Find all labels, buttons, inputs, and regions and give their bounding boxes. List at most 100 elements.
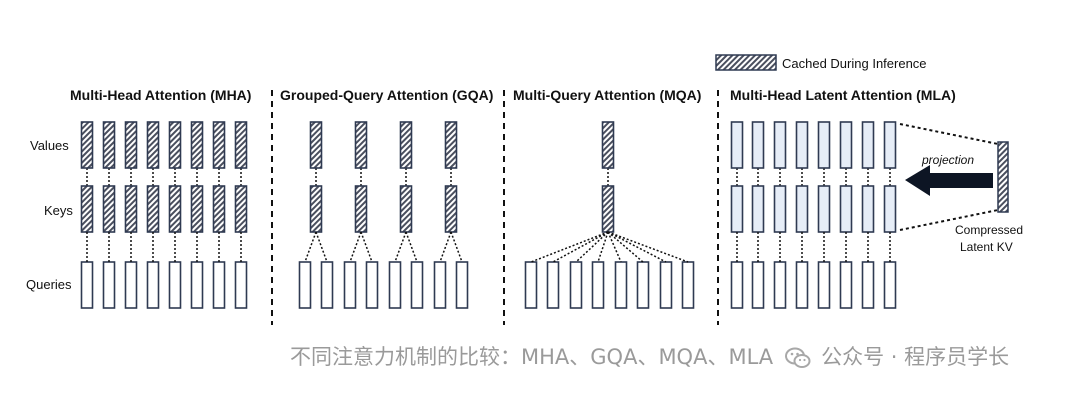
- mla-query-head: [817, 261, 831, 309]
- gqa-value-head: [399, 121, 413, 169]
- gqa-value-head: [354, 121, 368, 169]
- gqa-query-head: [365, 261, 379, 309]
- mla-query-head: [883, 261, 897, 309]
- gqa-key-query-connector: [450, 231, 463, 263]
- mha-value-head: [124, 121, 138, 169]
- gqa-query-head: [433, 261, 447, 309]
- projection-arrow: [905, 165, 993, 196]
- mqa-key-query-connector: [530, 231, 609, 263]
- gqa-value-head: [309, 121, 323, 169]
- gqa-key-head: [444, 185, 458, 233]
- mla-key-head: [839, 185, 853, 233]
- row-label-keys: Keys: [44, 203, 73, 218]
- gqa-key-query-connector: [315, 231, 328, 263]
- mqa-key-query-connector: [575, 231, 609, 263]
- projection-label: projection: [921, 153, 974, 167]
- mla-latent-group: projection Compressed Latent KV: [899, 123, 1023, 254]
- mha-query-head: [234, 261, 248, 309]
- mla-value-head: [730, 121, 744, 169]
- mla-value-head: [773, 121, 787, 169]
- mla-value-head: [839, 121, 853, 169]
- mha-value-head: [146, 121, 160, 169]
- mha-value-head: [168, 121, 182, 169]
- mla-query-head: [839, 261, 853, 309]
- mha-query-head: [212, 261, 226, 309]
- gqa-key-head: [309, 185, 323, 233]
- latent-label-line2: Latent KV: [960, 240, 1013, 254]
- mla-key-head: [795, 185, 809, 233]
- mha-key-head: [146, 185, 160, 233]
- mqa-key-query-connector: [552, 231, 609, 263]
- mla-query-head: [730, 261, 744, 309]
- mla-key-head: [773, 185, 787, 233]
- mha-panel: [80, 121, 248, 309]
- mqa-query-head: [681, 261, 695, 309]
- mla-key-head: [730, 185, 744, 233]
- mha-key-head: [234, 185, 248, 233]
- gqa-key-head: [399, 185, 413, 233]
- watermark-caption: 不同注意力机制的比较：MHA、GQA、MQA、MLA: [290, 345, 774, 369]
- mqa-panel: [524, 121, 695, 309]
- mqa-query-head: [524, 261, 538, 309]
- mha-query-head: [80, 261, 94, 309]
- mha-key-head: [124, 185, 138, 233]
- mla-key-head: [751, 185, 765, 233]
- mha-key-head: [168, 185, 182, 233]
- latent-label-line1: Compressed: [955, 223, 1023, 237]
- mqa-key-query-connector: [607, 231, 689, 263]
- latent-bracket-top: [899, 123, 999, 145]
- mha-query-head: [124, 261, 138, 309]
- mla-panel: [730, 121, 897, 309]
- mha-key-head: [190, 185, 204, 233]
- gqa-query-head: [388, 261, 402, 309]
- mla-value-head: [795, 121, 809, 169]
- gqa-key-head: [354, 185, 368, 233]
- mqa-key-query-connector: [607, 231, 622, 263]
- mha-key-head: [80, 185, 94, 233]
- gqa-query-head: [343, 261, 357, 309]
- gqa-title: Grouped-Query Attention (GQA): [280, 87, 493, 103]
- gqa-query-head: [410, 261, 424, 309]
- mla-query-head: [773, 261, 787, 309]
- mha-query-head: [168, 261, 182, 309]
- mqa-key-query-connector: [597, 231, 609, 263]
- mha-value-head: [234, 121, 248, 169]
- gqa-query-head: [320, 261, 334, 309]
- gqa-key-query-connector: [394, 231, 407, 263]
- mqa-query-head: [591, 261, 605, 309]
- mla-title: Multi-Head Latent Attention (MLA): [730, 87, 956, 103]
- gqa-key-query-connector: [349, 231, 362, 263]
- mla-query-head: [795, 261, 809, 309]
- mla-value-head: [883, 121, 897, 169]
- gqa-key-query-connector: [405, 231, 418, 263]
- mqa-query-head: [659, 261, 673, 309]
- mha-key-head: [212, 185, 226, 233]
- legend-label: Cached During Inference: [782, 56, 927, 71]
- gqa-panel: [298, 121, 469, 309]
- mqa-title: Multi-Query Attention (MQA): [513, 87, 701, 103]
- mha-value-head: [80, 121, 94, 169]
- mqa-value-head: [601, 121, 615, 169]
- mha-value-head: [212, 121, 226, 169]
- gqa-value-head: [444, 121, 458, 169]
- watermark: 不同注意力机制的比较：MHA、GQA、MQA、MLA 公众号 · 程序员学长: [290, 339, 1060, 375]
- mqa-query-head: [546, 261, 560, 309]
- gqa-query-head: [455, 261, 469, 309]
- mla-key-head: [817, 185, 831, 233]
- mqa-query-head: [636, 261, 650, 309]
- mla-query-head: [861, 261, 875, 309]
- mqa-query-head: [614, 261, 628, 309]
- wechat-icon: [785, 346, 811, 370]
- mha-query-head: [102, 261, 116, 309]
- compressed-latent-kv-box: [997, 141, 1009, 213]
- mha-title: Multi-Head Attention (MHA): [70, 87, 251, 103]
- watermark-channel: 公众号 · 程序员学长: [821, 345, 1010, 369]
- gqa-key-query-connector: [439, 231, 452, 263]
- mha-query-head: [146, 261, 160, 309]
- mqa-query-head: [569, 261, 583, 309]
- row-label-queries: Queries: [26, 277, 72, 292]
- mla-key-head: [883, 185, 897, 233]
- mha-query-head: [190, 261, 204, 309]
